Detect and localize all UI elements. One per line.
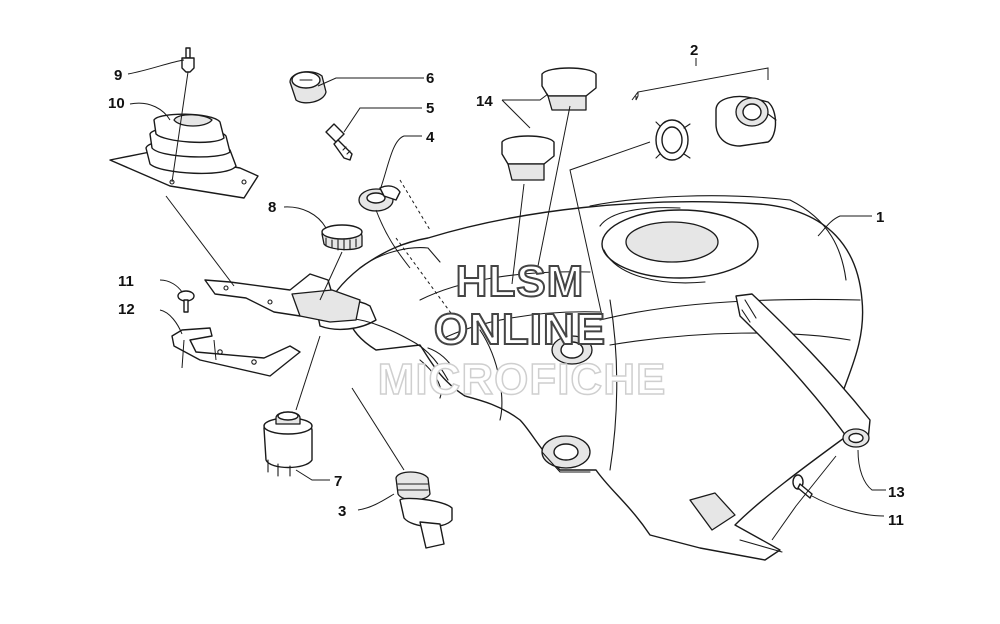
callout-7: 7 xyxy=(334,473,342,490)
shift-boot xyxy=(109,113,259,199)
support-plate xyxy=(171,327,301,377)
key xyxy=(325,123,353,161)
fuel-tank xyxy=(317,195,864,561)
tank-strap xyxy=(735,293,871,448)
watermark-line1: HLSM xyxy=(456,257,585,306)
callout-11-left: 11 xyxy=(118,273,134,290)
mounting-bracket xyxy=(204,273,361,323)
callout-11-right: 11 xyxy=(888,512,904,529)
ring-cap xyxy=(321,224,363,251)
watermark: HLSM ONLINE MICROFICHE xyxy=(377,256,667,405)
callout-4: 4 xyxy=(426,129,435,146)
callout-2: 2 xyxy=(690,42,698,59)
screw-left xyxy=(177,290,195,313)
watermark-line2: ONLINE xyxy=(434,305,606,354)
callout-5: 5 xyxy=(426,100,434,117)
callout-3: 3 xyxy=(338,503,346,520)
rubber-plugs xyxy=(501,67,597,181)
callout-12: 12 xyxy=(118,301,135,318)
leader-lines xyxy=(127,58,886,541)
callout-14: 14 xyxy=(476,93,493,110)
ignition-switch xyxy=(263,411,313,477)
fuel-sensor xyxy=(395,471,453,549)
watermark-line3: MICROFICHE xyxy=(378,355,667,404)
callout-6: 6 xyxy=(426,70,434,87)
callout-1: 1 xyxy=(876,209,884,226)
callout-8: 8 xyxy=(268,199,276,216)
callout-10: 10 xyxy=(108,95,125,112)
filler-cap-assembly xyxy=(655,95,777,161)
callout-labels: 1 2 3 4 5 6 7 8 9 10 11 11 12 13 14 xyxy=(108,42,905,529)
rivet xyxy=(181,47,195,73)
ignition-barrel xyxy=(289,71,327,104)
grommet xyxy=(358,185,401,212)
callout-9: 9 xyxy=(114,67,122,84)
screw-right xyxy=(792,474,813,499)
callout-13: 13 xyxy=(888,484,905,501)
